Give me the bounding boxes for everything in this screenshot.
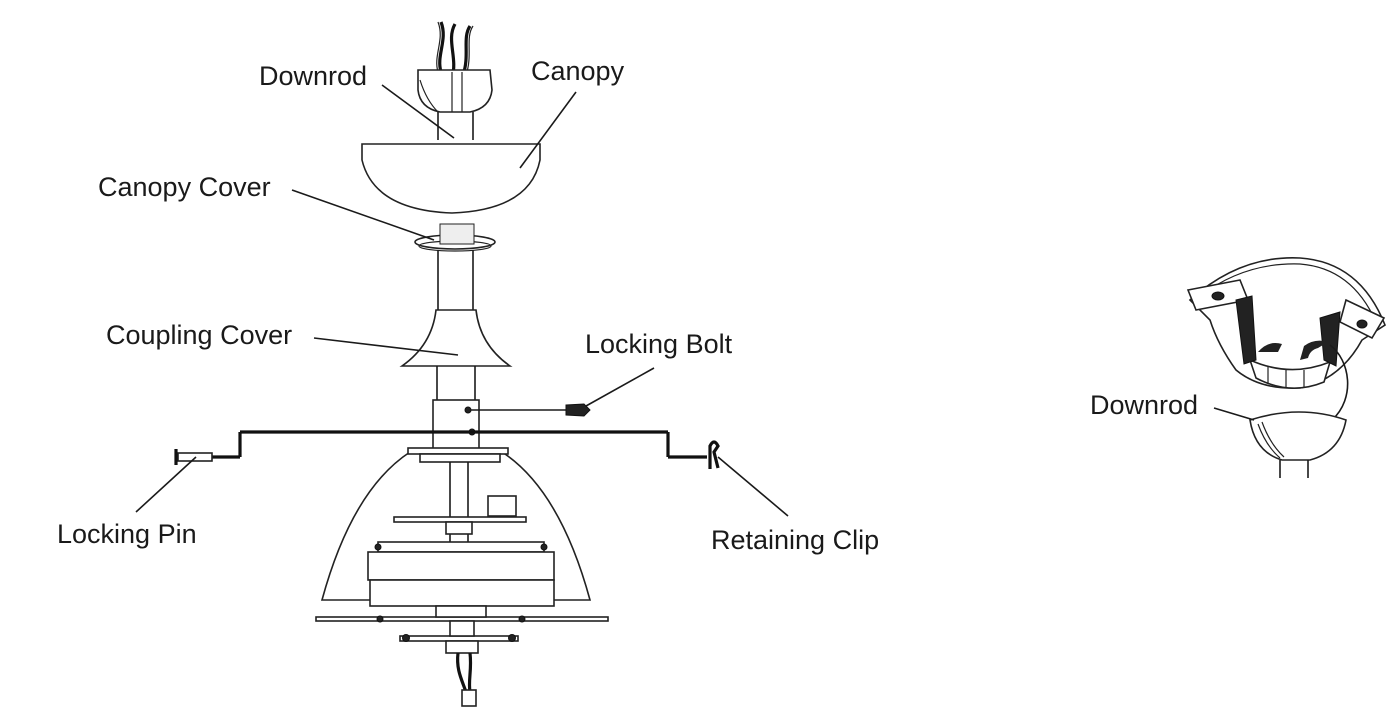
light-kit-plug: [456, 652, 477, 707]
motor-internals: [367, 462, 555, 607]
detail-downrod-label: Downrod: [1090, 390, 1198, 420]
hanger-ball: [417, 69, 493, 113]
pin-clip-path: [212, 430, 707, 459]
canopy-label: Canopy: [531, 56, 625, 86]
leader-lines: [135, 84, 789, 517]
locking-bolt-part: [470, 403, 591, 417]
coupling-cover: [399, 309, 513, 367]
hanger-detail: Downrod: [1090, 257, 1386, 478]
coupling-cover-label: Coupling Cover: [106, 320, 292, 350]
locking-bolt-label: Locking Bolt: [585, 329, 733, 359]
locking-pin-part: [174, 449, 213, 465]
canopy-cover-label: Canopy Cover: [98, 172, 271, 202]
downrod-upper: [437, 112, 474, 140]
locking-pin-label: Locking Pin: [57, 519, 197, 549]
blade-mount-plate: [315, 605, 609, 654]
downrod-label: Downrod: [259, 61, 367, 91]
retaining-clip-label: Retaining Clip: [711, 525, 879, 555]
retaining-clip-part: [708, 440, 720, 469]
canopy-bowl: [361, 143, 541, 214]
downrod-exposed: [439, 223, 475, 245]
downrod-coupling: [432, 399, 480, 451]
main-fan-assembly: Downrod Canopy Canopy Cover Coupling Cov…: [57, 21, 879, 707]
